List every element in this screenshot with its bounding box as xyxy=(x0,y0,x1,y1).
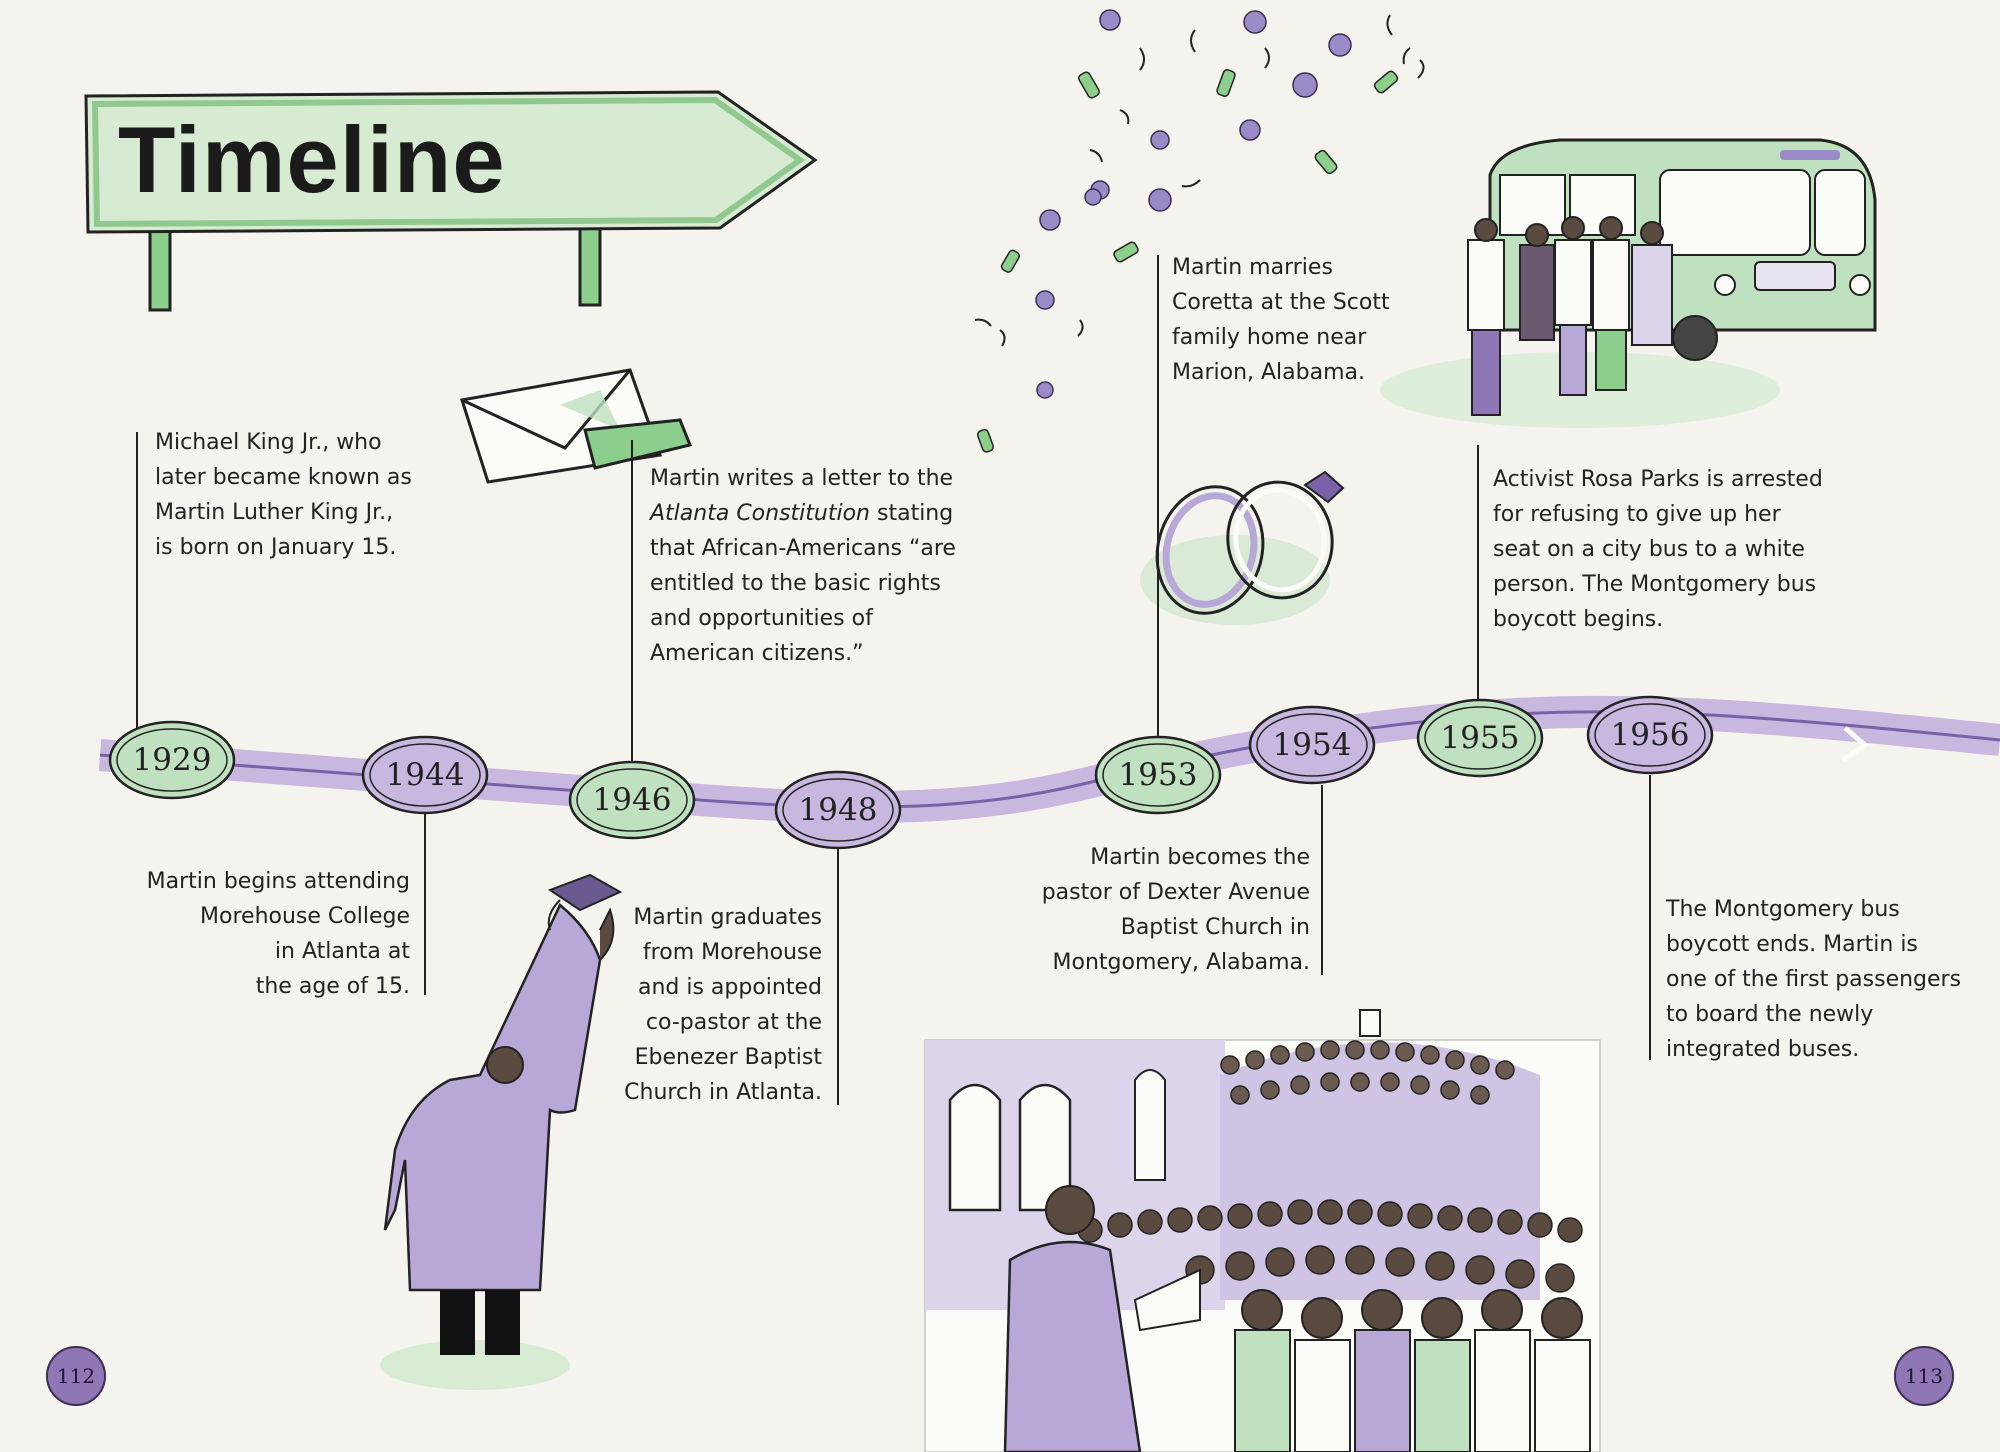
page-number-right: 113 xyxy=(1894,1346,1954,1406)
year-ovals xyxy=(108,695,1714,850)
year-1944: 1944 xyxy=(385,757,465,793)
connector-lines xyxy=(136,255,1651,1105)
graduate-illustration xyxy=(380,873,623,1390)
year-1953: 1953 xyxy=(1118,757,1198,793)
page-title: Timeline xyxy=(118,107,506,212)
page-number-left: 112 xyxy=(46,1346,106,1406)
wedding-rings-illustration xyxy=(1140,470,1345,625)
confetti-illustration xyxy=(974,9,1425,453)
year-1955: 1955 xyxy=(1440,720,1520,756)
year-1929: 1929 xyxy=(132,742,212,778)
envelope-illustration xyxy=(460,368,693,484)
bus-illustration xyxy=(1380,138,1877,428)
year-1946: 1946 xyxy=(592,782,672,818)
caption-1946: Martin writes a letter to the Atlanta Co… xyxy=(650,466,956,666)
year-1954: 1954 xyxy=(1272,727,1352,763)
church-congregation-illustration xyxy=(924,1009,1601,1452)
signpost-illustration xyxy=(84,90,818,312)
year-1948: 1948 xyxy=(798,792,878,828)
year-1956: 1956 xyxy=(1610,717,1690,753)
